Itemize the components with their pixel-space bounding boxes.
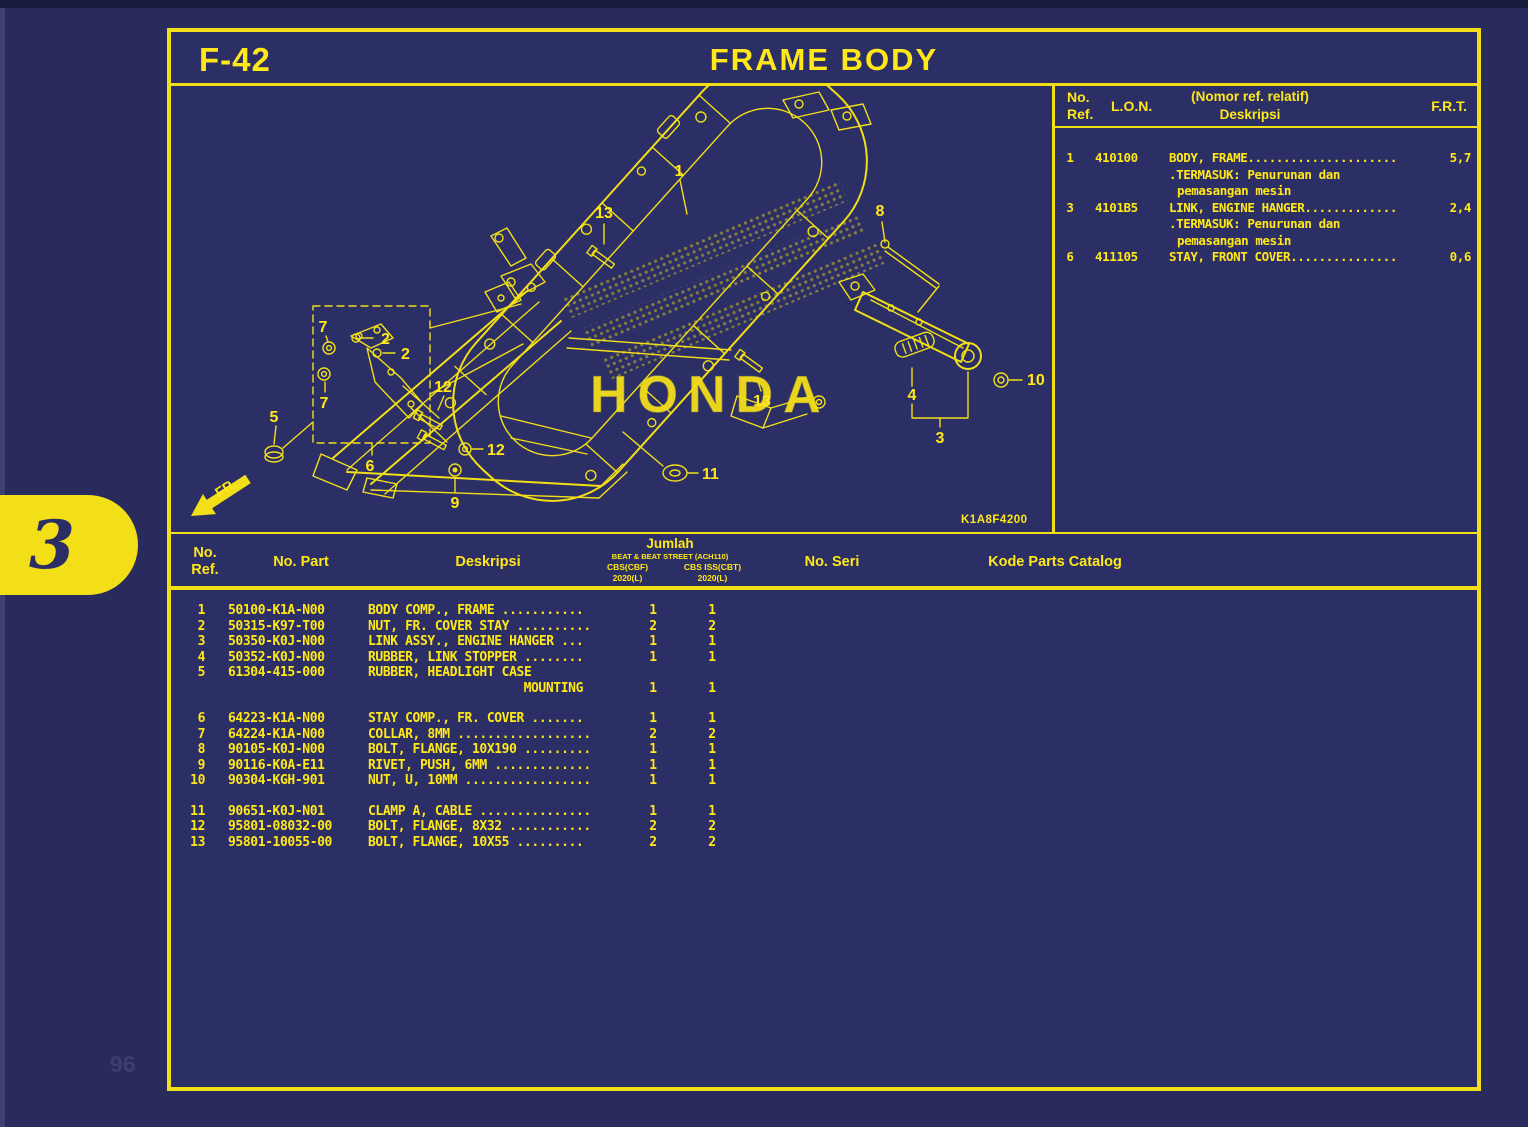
screen-top-strip (0, 0, 1528, 8)
col-kode-parts-catalog: Kode Parts Catalog (988, 554, 1122, 570)
callout-2-first: 2 (351, 331, 390, 348)
svg-text:8: 8 (876, 203, 885, 220)
svg-text:7: 7 (320, 395, 329, 412)
callout-6: 6 (366, 442, 375, 475)
parts-table-header: No. Ref. No. Part Deskripsi Jumlah BEAT … (171, 532, 1477, 590)
callout-7-lower: 7 (317, 367, 331, 412)
svg-text:9: 9 (451, 495, 460, 512)
upper-content: HONDA (171, 86, 1477, 532)
ref-row-note: .TERMASUK: Penurunan dan (1169, 166, 1341, 182)
callout-9-rivet: 9 (448, 463, 462, 512)
engine-hanger-link-part (838, 273, 982, 370)
ref-row: 1 410100 BODY, FRAME....................… (1066, 150, 1471, 165)
callout-12-upper: 12 (412, 379, 452, 433)
catalog-page: F-42 FRAME BODY (167, 28, 1481, 1091)
figure-code: F-42 (199, 41, 271, 78)
frame-body-part (312, 86, 872, 502)
section-tab-3[interactable]: 3 (0, 495, 138, 595)
callout-5-grommet: 5 (264, 409, 314, 463)
svg-text:13: 13 (753, 393, 771, 410)
ref-row: 6 411105 STAY, FRONT COVER..............… (1066, 249, 1471, 264)
svg-text:7: 7 (319, 319, 328, 336)
section-tab-number: 3 (29, 506, 75, 584)
col-no-part: No. Part (273, 554, 329, 570)
svg-text:5: 5 (270, 409, 279, 426)
svg-text:3: 3 (936, 430, 945, 447)
col-deskripsi: Deskripsi (455, 554, 521, 570)
ref-row-note: .TERMASUK: Penurunan dan (1169, 216, 1341, 231)
frame-diagram: HONDA (171, 86, 1052, 532)
fr-direction-arrow: FR. (191, 474, 251, 516)
svg-text:13: 13 (595, 205, 613, 222)
col-jumlah: Jumlah BEAT & BEAT STREET (ACH110) CBS(C… (606, 536, 742, 583)
ref-row-note: pemasangan mesin (1177, 183, 1292, 198)
callout-2-second: 2 (372, 346, 410, 363)
ref-table-body: 1 410100 BODY, FRAME....................… (1055, 128, 1477, 266)
svg-text:2: 2 (381, 331, 390, 348)
svg-text:4: 4 (908, 387, 917, 404)
callout-13-upper: 13 (586, 205, 617, 271)
svg-text:12: 12 (434, 379, 452, 396)
col-no-ref: No. Ref. (191, 545, 219, 578)
ref-col-lon: L.O.N. (1111, 98, 1153, 114)
honda-watermark-text: HONDA (590, 366, 831, 424)
ref-row: 3 4101B5 LINK, ENGINE HANGER............… (1066, 199, 1471, 215)
svg-text:1: 1 (675, 163, 684, 180)
ref-col-deskripsi: (Nomor ref. relatif) Deskripsi (1191, 89, 1309, 122)
rubber-stopper-part (894, 331, 935, 358)
callout-12-lower: 12 (416, 429, 505, 459)
col-no-seri: No. Seri (804, 554, 860, 570)
svg-text:11: 11 (702, 466, 719, 483)
ref-row-note: pemasangan mesin (1177, 232, 1292, 248)
frame-diagram-svg: HONDA (191, 86, 1045, 526)
svg-text:12: 12 (487, 442, 505, 459)
callout-8-bolt: 8 (876, 203, 940, 313)
diagram-code: K1A8F4200 (961, 514, 1028, 526)
callout-7-upper: 7 (319, 319, 336, 355)
callout-10: 10 (993, 372, 1045, 389)
svg-text:6: 6 (366, 458, 375, 475)
page-number: 96 (110, 1051, 136, 1077)
ref-table-panel: No. Ref. L.O.N. (Nomor ref. relatif) Des… (1052, 86, 1477, 532)
callout-4-3: 4 3 (908, 367, 969, 447)
ref-table-header: No. Ref. L.O.N. (Nomor ref. relatif) Des… (1055, 86, 1477, 128)
ref-col-frt: F.R.T. (1431, 98, 1467, 114)
callout-1: 1 (675, 163, 688, 215)
page-title: FRAME BODY (709, 42, 939, 77)
svg-text:10: 10 (1027, 372, 1045, 389)
svg-text:2: 2 (401, 346, 410, 363)
page-header: F-42 FRAME BODY (171, 32, 1477, 86)
callout-13-mid: 13 (734, 348, 771, 410)
ref-col-noref: No. Ref. (1067, 89, 1094, 122)
callout-11-clamp: 11 (622, 431, 719, 483)
